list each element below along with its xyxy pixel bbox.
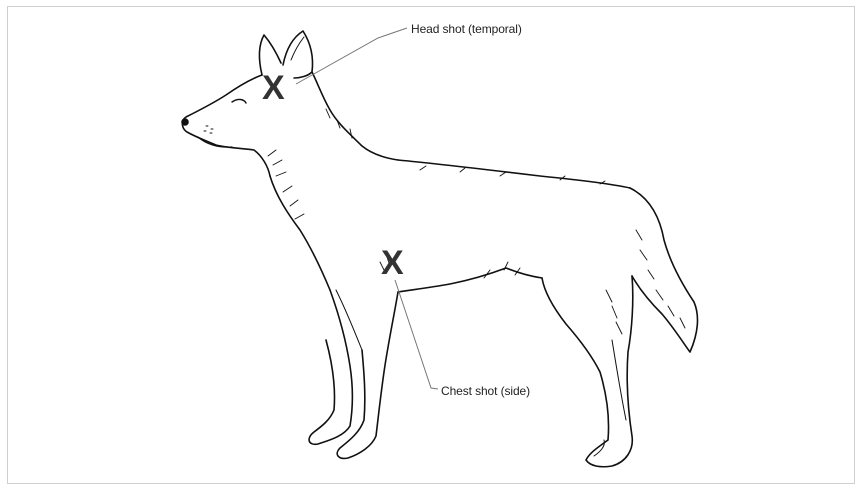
- dog-back: [398, 160, 630, 188]
- dog-chest: [270, 176, 330, 290]
- dog-belly: [398, 268, 542, 292]
- head-shot-marker: X: [262, 71, 285, 105]
- dog-front-leg-far: [337, 292, 398, 458]
- dog-front-leg-near: [309, 290, 352, 444]
- chest-shot-marker: X: [381, 246, 404, 280]
- dog-ear-front: [283, 31, 313, 78]
- chest-shot-leader-line: [395, 280, 438, 389]
- chest-shot-label: Chest shot (side): [441, 384, 530, 398]
- dog-hind-leg: [542, 276, 633, 467]
- dog-head: [182, 75, 270, 176]
- dog-neck: [312, 72, 398, 160]
- dog-tail: [630, 188, 697, 352]
- head-shot-label: Head shot (temporal): [411, 22, 522, 36]
